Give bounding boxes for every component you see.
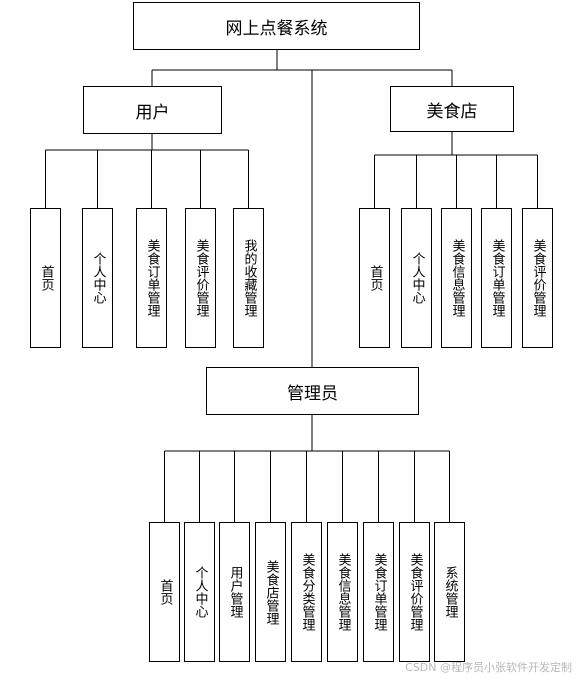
admin-leaf-node: 美食信息管理 (327, 522, 358, 662)
admin-leaf-node: 个人中心 (184, 522, 215, 662)
admin-leaf-node: 美食评价管理 (399, 522, 430, 662)
restaurant-leaf-node: 美食订单管理 (481, 208, 512, 348)
admin-leaf-node: 美食店管理 (255, 522, 286, 662)
user-leaf-node: 个人中心 (82, 208, 113, 348)
restaurant-leaf-node: 美食评价管理 (522, 208, 553, 348)
admin-leaf-node: 系统管理 (434, 522, 465, 662)
user-leaf-node: 美食评价管理 (185, 208, 216, 348)
branch-node-user: 用户 (83, 86, 222, 134)
root-node: 网上点餐系统 (133, 2, 420, 50)
admin-leaf-node: 美食分类管理 (291, 522, 322, 662)
admin-leaf-node: 美食订单管理 (363, 522, 394, 662)
admin-leaf-node: 用户管理 (219, 522, 250, 662)
watermark: CSDN @程序员小张软件开发定制 (405, 661, 572, 674)
restaurant-leaf-node: 个人中心 (401, 208, 432, 348)
user-leaf-node: 首页 (30, 208, 61, 348)
restaurant-leaf-node: 首页 (359, 208, 390, 348)
branch-node-restaurant: 美食店 (390, 86, 514, 132)
restaurant-leaf-node: 美食信息管理 (441, 208, 472, 348)
branch-node-admin: 管理员 (206, 367, 419, 415)
admin-leaf-node: 首页 (149, 522, 180, 662)
user-leaf-node: 我的收藏管理 (233, 208, 264, 348)
user-leaf-node: 美食订单管理 (136, 208, 167, 348)
